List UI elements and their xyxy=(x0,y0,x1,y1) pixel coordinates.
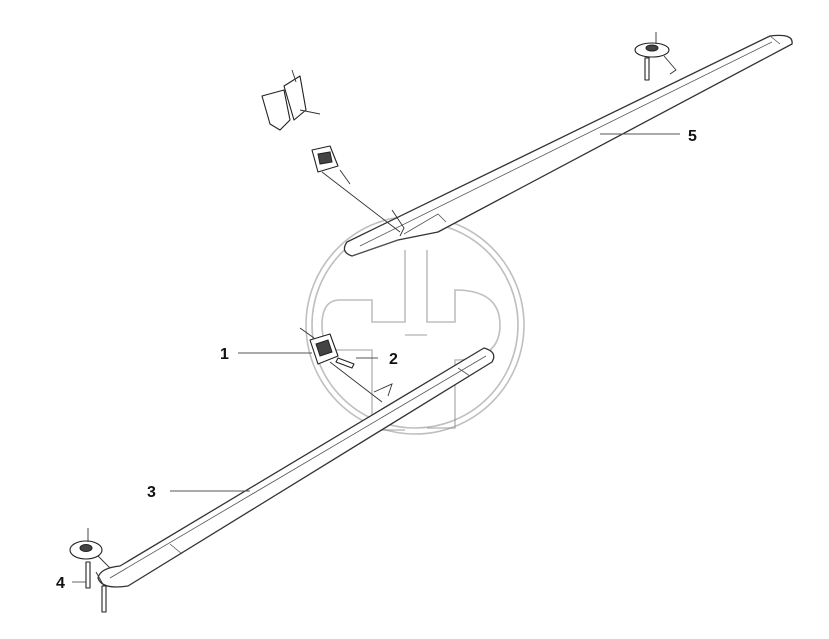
leader-lines xyxy=(72,133,680,583)
mounting-bracket-upper xyxy=(261,69,401,233)
upper-roof-rail xyxy=(343,34,793,257)
callout-4: 4 xyxy=(56,575,65,592)
callout-1: 1 xyxy=(220,346,229,363)
front-end-bracket xyxy=(69,528,111,569)
lower-roof-rail xyxy=(97,347,495,588)
rail-clip xyxy=(299,327,383,403)
clip-screw xyxy=(335,357,355,369)
callout-2: 2 xyxy=(389,351,398,368)
rear-end-bracket xyxy=(634,32,677,81)
front-fastener xyxy=(85,561,107,613)
callout-labels: 1 2 3 4 5 xyxy=(56,128,697,592)
callout-5: 5 xyxy=(688,128,697,145)
callout-3: 3 xyxy=(147,484,156,501)
